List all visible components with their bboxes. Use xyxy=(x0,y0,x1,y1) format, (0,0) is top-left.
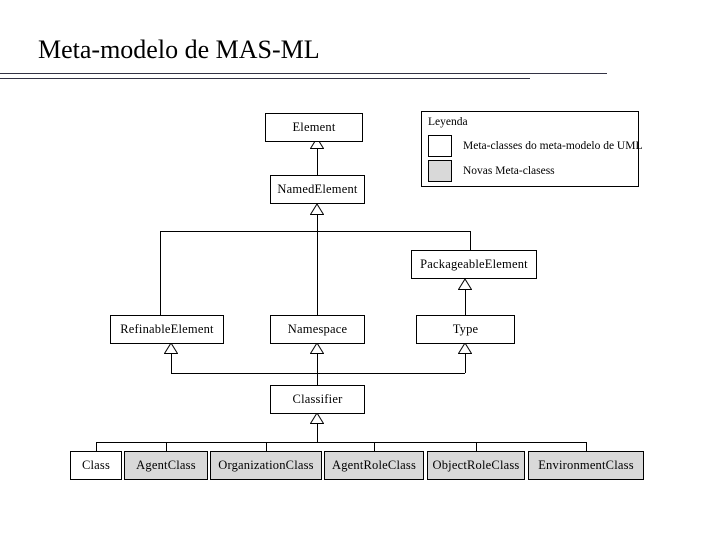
generalization-arrow-namedelement xyxy=(310,204,324,215)
connector-stem-namedelement-bus xyxy=(317,215,318,231)
class-box-element[interactable]: Element xyxy=(265,113,363,142)
class-label-refinableelement: RefinableElement xyxy=(120,322,214,337)
bus-classifier-parents xyxy=(171,373,465,374)
class-label-namedelement: NamedElement xyxy=(277,182,358,197)
connector-classifier-to-bus xyxy=(317,354,318,385)
class-box-namespace[interactable]: Namespace xyxy=(270,315,365,344)
connector-bus-to-namespace xyxy=(317,231,318,315)
legend-swatch-white-icon xyxy=(428,135,452,157)
class-box-organizationclass[interactable]: OrganizationClass xyxy=(210,451,322,480)
legend-swatch-gray-icon xyxy=(428,160,452,182)
connector-bus-to-class xyxy=(96,442,97,451)
class-box-agentclass[interactable]: AgentClass xyxy=(124,451,208,480)
connector-classifierbus-right-riser xyxy=(465,354,466,373)
connector-namedelement-to-element xyxy=(317,149,318,175)
class-box-classifier[interactable]: Classifier xyxy=(270,385,365,414)
class-label-organizationclass: OrganizationClass xyxy=(218,458,314,473)
class-label-environmentclass: EnvironmentClass xyxy=(538,458,634,473)
legend-box: Leyenda Meta-classes do meta-modelo de U… xyxy=(421,111,642,187)
class-label-namespace: Namespace xyxy=(287,322,348,337)
legend-item-new-metaclasses: Novas Meta-clasess xyxy=(428,160,555,182)
connector-bus-to-agentroleclass xyxy=(374,442,375,451)
class-box-type[interactable]: Type xyxy=(416,315,515,344)
title-rule-upper xyxy=(0,73,607,74)
class-label-agentroleclass: AgentRoleClass xyxy=(331,458,417,473)
connector-stem-classifier-children xyxy=(317,424,318,442)
generalization-arrow-refinableelement xyxy=(164,343,178,354)
generalization-arrow-packageableelement xyxy=(458,279,472,290)
class-box-environmentclass[interactable]: EnvironmentClass xyxy=(528,451,644,480)
class-box-refinableelement[interactable]: RefinableElement xyxy=(110,315,224,344)
legend-label-uml-metaclasses: Meta-classes do meta-modelo de UML xyxy=(463,140,643,152)
bus-classifier-children xyxy=(96,442,586,443)
connector-bus-to-packageableelement xyxy=(470,231,471,250)
class-box-objectroleclass[interactable]: ObjectRoleClass xyxy=(427,451,525,480)
class-box-agentroleclass[interactable]: AgentRoleClass xyxy=(324,451,424,480)
generalization-arrow-namespace xyxy=(310,343,324,354)
class-label-classifier: Classifier xyxy=(292,392,343,407)
connector-classifierbus-left-riser xyxy=(171,354,172,373)
connector-bus-to-refinableelement xyxy=(160,231,161,315)
connector-bus-to-organizationclass xyxy=(266,442,267,451)
title-rule-lower xyxy=(0,78,530,79)
generalization-arrow-element xyxy=(310,138,324,149)
class-box-packageableelement[interactable]: PackageableElement xyxy=(411,250,537,279)
class-box-namedelement[interactable]: NamedElement xyxy=(270,175,365,204)
page-title: Meta-modelo de MAS-ML xyxy=(38,35,320,64)
connector-type-to-packageableelement xyxy=(465,290,466,315)
class-label-agentclass: AgentClass xyxy=(136,458,196,473)
connector-bus-to-environmentclass xyxy=(586,442,587,451)
connector-bus-to-agentclass xyxy=(166,442,167,451)
legend-label-new-metaclasses: Novas Meta-clasess xyxy=(463,165,555,177)
class-box-class[interactable]: Class xyxy=(70,451,122,480)
class-label-element: Element xyxy=(292,120,336,135)
class-label-type: Type xyxy=(452,322,479,337)
generalization-arrow-type xyxy=(458,343,472,354)
bus-namedelement-children xyxy=(160,231,470,232)
class-label-class: Class xyxy=(81,458,111,473)
legend-item-uml-metaclasses: Meta-classes do meta-modelo de UML xyxy=(428,135,642,157)
class-label-objectroleclass: ObjectRoleClass xyxy=(432,458,520,473)
legend-title: Leyenda xyxy=(428,116,468,128)
class-label-packageableelement: PackageableElement xyxy=(420,257,528,272)
connector-bus-to-objectroleclass xyxy=(476,442,477,451)
generalization-arrow-classifier xyxy=(310,413,324,424)
